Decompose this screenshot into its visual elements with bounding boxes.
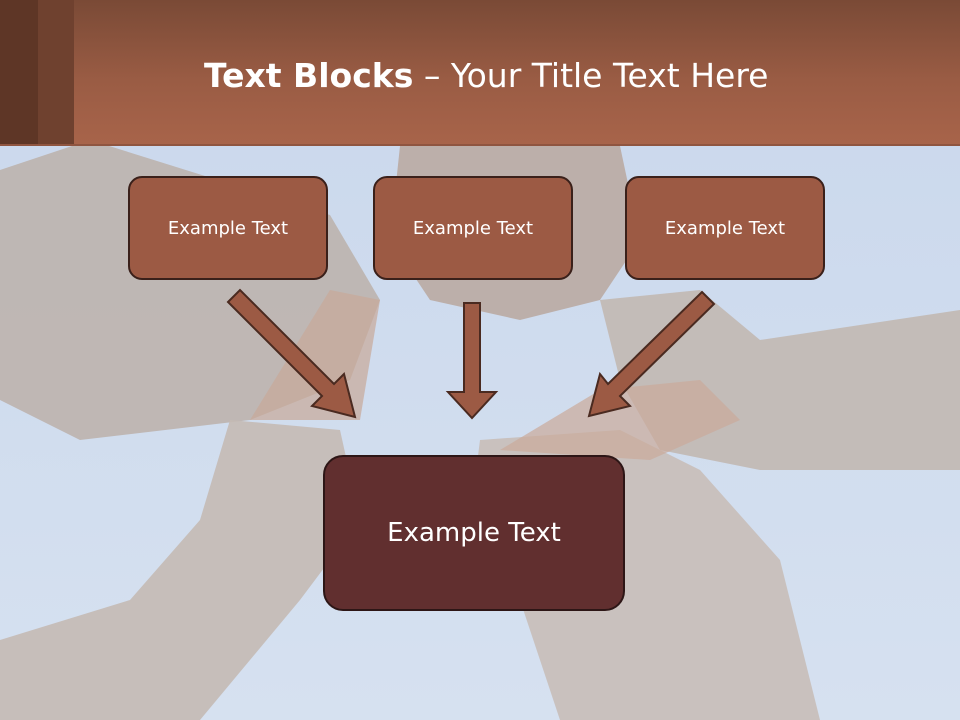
header-accent-strip — [38, 0, 74, 146]
arrow-down-left[interactable] — [587, 290, 716, 418]
title-rest: Your Title Text Here — [450, 56, 769, 95]
text-block-label: Example Text — [412, 217, 534, 239]
text-block-label: Example Text — [167, 217, 289, 239]
target-block-label: Example Text — [387, 518, 561, 548]
arrow-down[interactable] — [445, 302, 499, 420]
header-accent-strip — [0, 0, 38, 146]
slide-title[interactable]: Text Blocks – Your Title Text Here — [204, 52, 768, 100]
arrow-down-right[interactable] — [226, 288, 357, 419]
text-block-3[interactable]: Example Text — [625, 176, 825, 280]
target-text-block[interactable]: Example Text — [323, 455, 625, 611]
text-block-1[interactable]: Example Text — [128, 176, 328, 280]
title-dash: – — [413, 56, 451, 95]
header-divider — [0, 144, 960, 146]
text-block-label: Example Text — [664, 217, 786, 239]
title-bold: Text Blocks — [204, 56, 414, 95]
text-block-2[interactable]: Example Text — [373, 176, 573, 280]
header-bar: Text Blocks – Your Title Text Here — [0, 0, 960, 146]
